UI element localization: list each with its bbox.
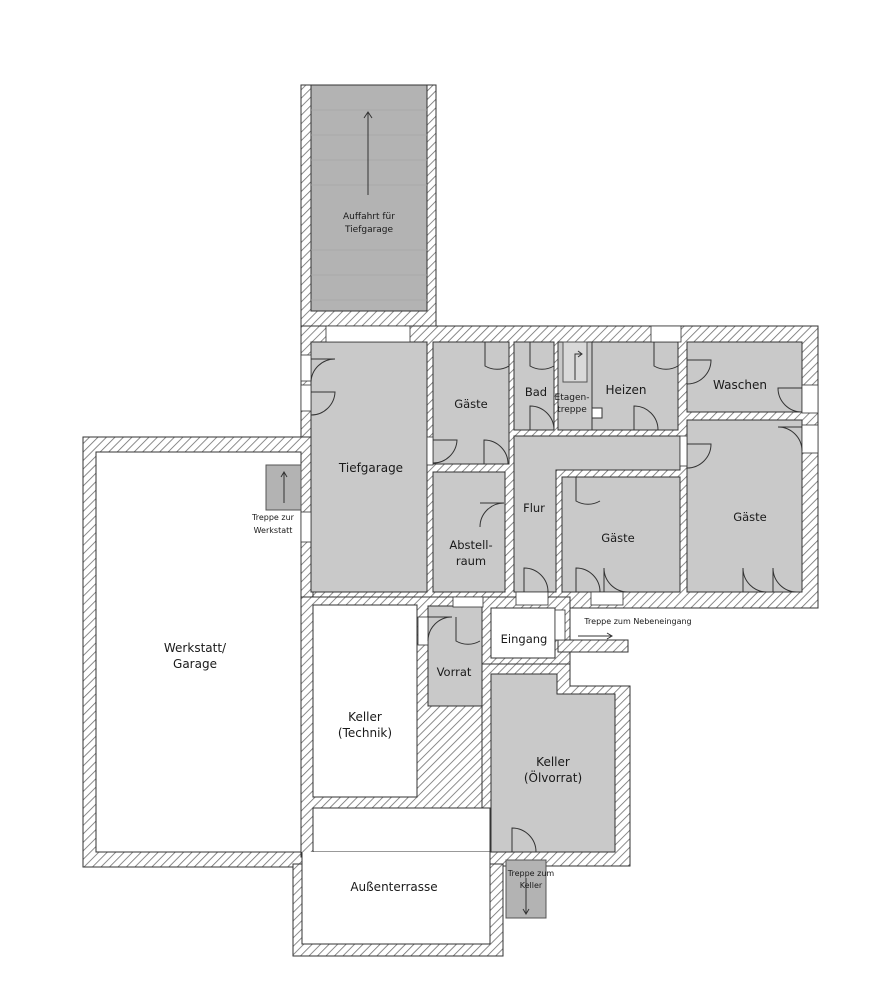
arrow-up-icon: [280, 471, 288, 503]
label-eingang: Eingang: [501, 632, 548, 646]
arrow-up-icon: [574, 350, 583, 380]
door-openings: [300, 325, 819, 646]
room-labels: Auffahrt für Tiefgarage Tiefgarage Gäste…: [164, 212, 767, 894]
door-swing: [511, 827, 537, 853]
label-keller-oel-2: (Ölvorrat): [524, 769, 582, 785]
label-keller-oel-1: Keller: [536, 755, 570, 769]
label-flur: Flur: [523, 501, 545, 515]
room-tiefgarage: [310, 341, 428, 593]
label-abstell-2: raum: [456, 554, 486, 568]
room-vorrat: [427, 605, 483, 707]
door-swing: [603, 567, 629, 593]
room-abstellraum: [432, 471, 506, 593]
stair-fixture: [591, 407, 603, 419]
door-swing: [772, 567, 798, 593]
label-gaeste-1: Gäste: [454, 397, 488, 411]
wall-stair-stub: [557, 639, 629, 653]
room-heizen: [591, 341, 679, 431]
door-swings: [310, 342, 803, 853]
door-swing: [777, 387, 803, 413]
door-swing: [742, 567, 768, 593]
door-swing: [455, 617, 481, 645]
label-vorrat: Vorrat: [437, 665, 472, 679]
label-waschen: Waschen: [713, 378, 767, 392]
ramp-lines: [311, 109, 427, 301]
room-eingang: [490, 607, 556, 659]
door-swing: [686, 359, 712, 385]
door-swing: [484, 342, 510, 370]
direction-arrows: [280, 111, 613, 915]
door-swing: [529, 405, 555, 431]
room-keller-technik: [312, 604, 418, 798]
door-swing: [633, 405, 659, 431]
door-swing: [523, 567, 549, 593]
label-aussenterrasse: Außenterrasse: [350, 880, 437, 894]
door-swing: [479, 502, 505, 528]
door-swing: [483, 439, 509, 465]
label-werkstatt-2: Garage: [173, 657, 217, 671]
door-swing: [310, 391, 336, 416]
rooms: [95, 84, 803, 945]
label-gaeste-2: Gäste: [601, 531, 635, 545]
room-waschen: [686, 341, 803, 413]
label-keller-technik-2: (Technik): [338, 726, 392, 740]
note-treppe-neben: Treppe zum Nebeneingang: [583, 617, 691, 626]
door-swing: [686, 443, 712, 469]
note-treppe-keller-1: Treppe zum: [507, 869, 555, 878]
room-aussenterrasse-lower: [302, 852, 490, 944]
room-gaeste-3: [686, 419, 803, 593]
arrow-down-icon: [522, 878, 530, 915]
door-swing: [432, 439, 458, 464]
arrow-right-icon: [578, 632, 613, 640]
label-abstell-1: Abstell-: [449, 538, 492, 552]
room-werkstatt: [95, 451, 302, 853]
door-swing: [427, 616, 453, 642]
door-swing: [575, 567, 601, 593]
door-swing: [653, 342, 679, 370]
label-etagen-2: treppe: [557, 405, 587, 415]
label-bad: Bad: [525, 385, 547, 399]
label-auffahrt-1: Auffahrt für: [343, 212, 395, 222]
room-bad: [513, 341, 555, 431]
note-treppe-keller-2: Keller: [520, 881, 543, 890]
door-swing: [777, 426, 803, 452]
label-auffahrt-2: Tiefgarage: [344, 225, 394, 235]
label-tiefgarage: Tiefgarage: [338, 461, 403, 475]
label-keller-technik-1: Keller: [348, 710, 382, 724]
room-keller-oel: [490, 673, 616, 853]
room-aussenterrasse: [312, 807, 491, 853]
note-treppe-werkstatt-1: Treppe zur: [251, 513, 295, 522]
arrow-up-icon: [363, 111, 373, 195]
label-gaeste-3: Gäste: [733, 510, 767, 524]
door-swing: [310, 358, 336, 383]
room-gaeste-2: [561, 476, 681, 593]
room-auffahrt: [310, 84, 428, 312]
door-swing: [575, 477, 601, 505]
label-heizen: Heizen: [605, 383, 646, 397]
stair-notes: Treppe zur Werkstatt Treppe zum Nebenein…: [251, 513, 692, 890]
note-treppe-werkstatt-2: Werkstatt: [254, 526, 293, 535]
door-swing: [529, 342, 555, 370]
label-werkstatt-1: Werkstatt/: [164, 641, 227, 655]
label-etagen-1: Etagen-: [555, 393, 590, 403]
